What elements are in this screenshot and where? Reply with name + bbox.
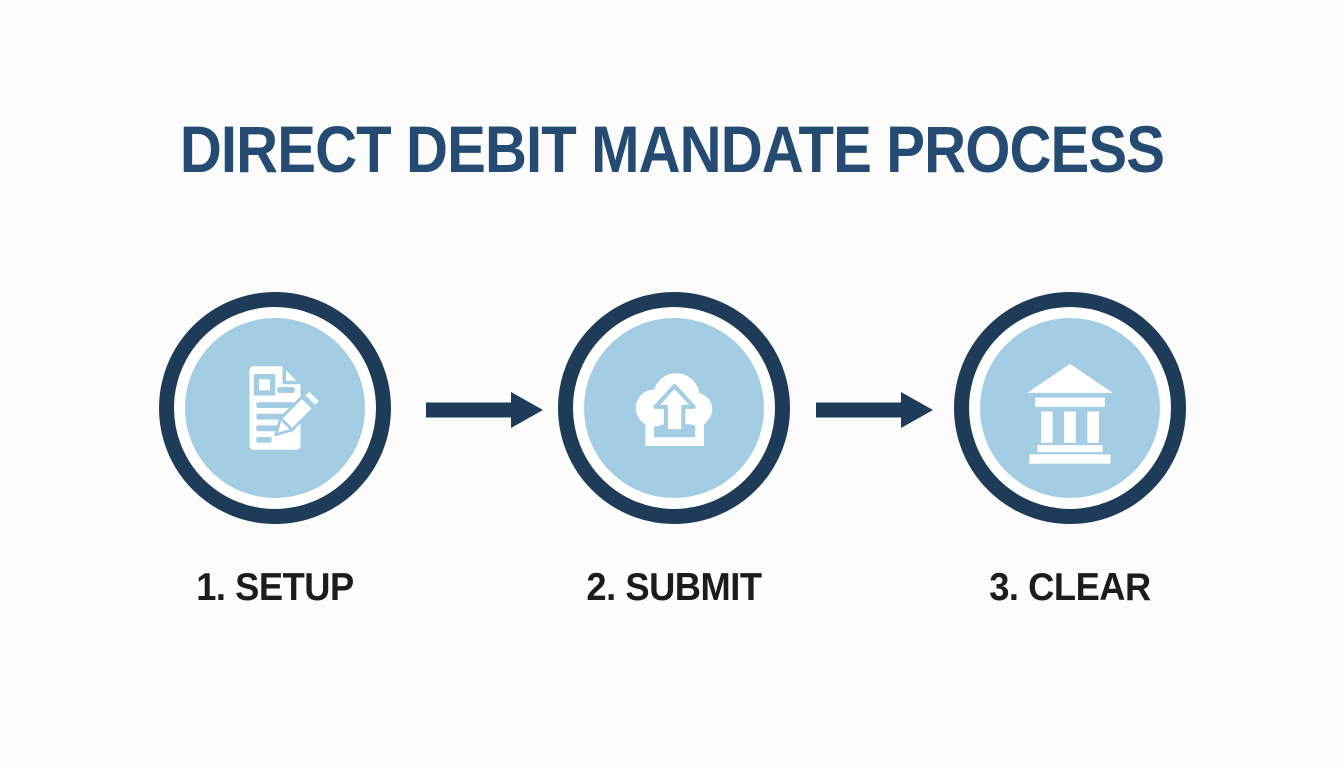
step-2-circle	[558, 292, 790, 524]
pencil-icon	[274, 387, 323, 437]
step-3-circle-fill	[980, 318, 1160, 498]
bank-icon	[1027, 363, 1113, 464]
step-1-circle-fill	[185, 318, 365, 498]
step-3-circle	[954, 292, 1186, 524]
step-1-label: 1. SETUP	[196, 566, 354, 609]
arrow-right-icon	[816, 392, 933, 428]
page-title: DIRECT DEBIT MANDATE PROCESS	[179, 112, 1165, 186]
step-3-label: 3. CLEAR	[989, 566, 1151, 609]
cloud-upload-icon	[635, 373, 713, 446]
step-2-circle-fill	[584, 318, 764, 498]
arrow-right-icon	[426, 392, 543, 428]
step-1-circle	[159, 292, 391, 524]
step-2-label: 2. SUBMIT	[586, 566, 762, 609]
mandate-form-icon	[249, 364, 323, 450]
